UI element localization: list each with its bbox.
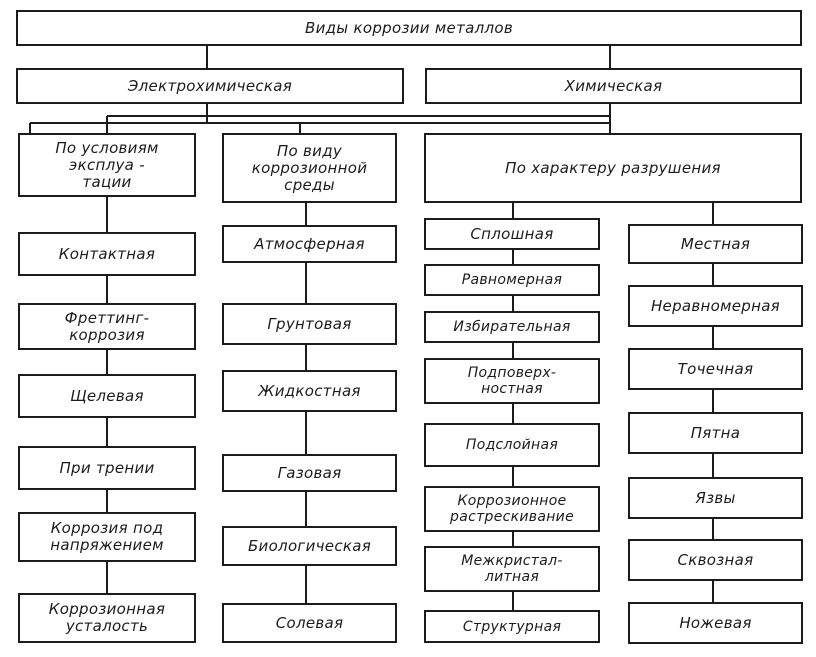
by-conditions-box: По условиям эксплуа - тации: [18, 133, 196, 197]
intercrystalline-box: Межкристал- литная: [424, 546, 600, 592]
through-box: Сквозная: [628, 539, 803, 581]
electrochemical-box: Электрохимическая: [16, 68, 404, 104]
friction-corrosion-box: При трении: [18, 446, 196, 490]
continuous-box: Сплошная: [424, 218, 600, 250]
local-box: Местная: [628, 224, 803, 264]
biological-box: Биологическая: [222, 526, 397, 566]
gas-box: Газовая: [222, 454, 397, 492]
root-box: Виды коррозии металлов: [16, 10, 802, 46]
structural-box: Структурная: [424, 610, 600, 643]
pitting-box: Точечная: [628, 348, 803, 390]
fretting-corrosion-box: Фреттинг- коррозия: [18, 303, 196, 350]
knife-line-box: Ножевая: [628, 602, 803, 644]
soil-box: Грунтовая: [222, 303, 397, 345]
corrosion-fatigue-box: Коррозионная усталость: [18, 593, 196, 643]
ulcers-box: Язвы: [628, 477, 803, 519]
by-destruction-box: По характеру разрушения: [424, 133, 802, 203]
salt-box: Солевая: [222, 603, 397, 643]
nonuniform-box: Неравномерная: [628, 285, 803, 327]
contact-corrosion-box: Контактная: [18, 232, 196, 276]
stress-corrosion-box: Коррозия под напряжением: [18, 512, 196, 562]
by-medium-box: По виду коррозионной среды: [222, 133, 397, 203]
corrosion-cracking-box: Коррозионное растрескивание: [424, 486, 600, 532]
atmospheric-box: Атмосферная: [222, 225, 397, 263]
chemical-box: Химическая: [425, 68, 802, 104]
subsurface-box: Подповерх- ностная: [424, 358, 600, 404]
uniform-box: Равномерная: [424, 264, 600, 296]
liquid-box: Жидкостная: [222, 370, 397, 412]
selective-box: Избирательная: [424, 311, 600, 343]
crevice-corrosion-box: Щелевая: [18, 374, 196, 418]
spots-box: Пятна: [628, 412, 803, 454]
sublayer-box: Подслойная: [424, 423, 600, 467]
